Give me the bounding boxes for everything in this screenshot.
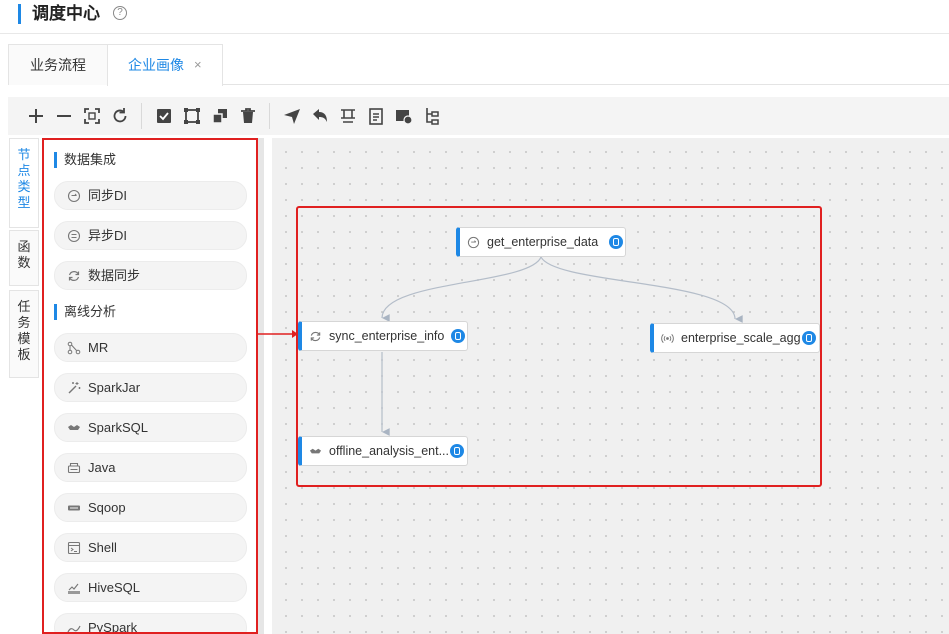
- shell-icon: [67, 541, 81, 555]
- page-title: 调度中心: [32, 4, 100, 23]
- tab-enterprise-profile[interactable]: 企业画像 ×: [107, 44, 223, 86]
- side-tab-label: 函数: [17, 239, 31, 270]
- palette-item-mr[interactable]: MR: [54, 333, 247, 362]
- palette-item-label: PySpark: [88, 620, 138, 634]
- palette-item-label: 异步DI: [88, 228, 128, 243]
- side-tab-task-templates[interactable]: 任务模板: [9, 290, 39, 378]
- stream-icon: [661, 332, 674, 345]
- palette-item-hivesql[interactable]: HiveSQL: [54, 573, 247, 602]
- side-tab-label: 任务模板: [17, 299, 31, 362]
- flow-canvas[interactable]: [272, 138, 949, 634]
- plus-icon[interactable]: [26, 106, 46, 126]
- sparksql-icon: [309, 445, 322, 458]
- clipboard-icon[interactable]: [366, 106, 386, 126]
- palette-item-data-sync[interactable]: 数据同步: [54, 261, 247, 290]
- node-label: enterprise_scale_agg: [681, 331, 801, 345]
- status-icon: [802, 331, 816, 345]
- palette-item-label: Java: [88, 460, 116, 475]
- delete-icon[interactable]: [238, 106, 258, 126]
- side-tab-node-types[interactable]: 节点类型: [9, 138, 39, 228]
- palette-item-sync-di[interactable]: 同步DI: [54, 181, 247, 210]
- sync-di-icon: [467, 236, 480, 249]
- side-tab-functions[interactable]: 函数: [9, 230, 39, 286]
- title-accent-bar: [18, 4, 21, 24]
- sparkjar-icon: [67, 381, 81, 395]
- status-icon: [609, 235, 623, 249]
- tab-label: 业务流程: [30, 57, 86, 73]
- palette-item-label: 同步DI: [88, 188, 128, 203]
- palette-item-label: Sqoop: [88, 500, 126, 515]
- palette-item-sparkjar[interactable]: SparkJar: [54, 373, 247, 402]
- tree-icon[interactable]: [422, 106, 442, 126]
- close-icon[interactable]: ×: [194, 57, 202, 72]
- palette-scrollbar[interactable]: [258, 138, 264, 634]
- flow-node-get-enterprise-data[interactable]: get_enterprise_data: [456, 227, 626, 257]
- side-tab-label: 节点类型: [17, 147, 31, 210]
- node-label: sync_enterprise_info: [329, 329, 445, 343]
- format-icon[interactable]: [338, 106, 358, 126]
- status-icon: [451, 329, 465, 343]
- palette-item-label: SparkJar: [88, 380, 141, 395]
- send-icon[interactable]: [282, 106, 302, 126]
- palette-item-java[interactable]: Java: [54, 453, 247, 482]
- java-icon: [67, 461, 81, 475]
- async-di-icon: [67, 229, 81, 243]
- node-palette: 数据集成 同步DI 异步DI 数据同步 离线分析 MR SparkJar Spa…: [42, 138, 258, 634]
- sparksql-icon: [67, 421, 81, 435]
- refresh-icon[interactable]: [110, 106, 130, 126]
- copy-icon[interactable]: [210, 106, 230, 126]
- help-icon[interactable]: ?: [113, 6, 127, 20]
- section-title-data-integration: 数据集成: [54, 152, 116, 168]
- fit-icon[interactable]: [82, 106, 102, 126]
- node-label: get_enterprise_data: [487, 235, 599, 249]
- tab-label: 企业画像: [128, 57, 184, 73]
- box-select-icon[interactable]: [182, 106, 202, 126]
- flow-node-enterprise-scale-agg[interactable]: enterprise_scale_agg: [650, 323, 820, 353]
- pyspark-icon: [67, 621, 81, 632]
- sqoop-icon: [67, 501, 81, 515]
- minus-icon[interactable]: [54, 106, 74, 126]
- palette-item-label: MR: [88, 340, 109, 355]
- palette-item-label: SparkSQL: [88, 420, 148, 435]
- palette-item-label: HiveSQL: [88, 580, 141, 595]
- data-sync-icon: [309, 330, 322, 343]
- selection-highlight: [296, 206, 822, 487]
- flow-node-offline-analysis[interactable]: offline_analysis_ent...: [298, 436, 468, 466]
- toolbar-divider: [269, 103, 270, 129]
- header-divider: [0, 33, 949, 34]
- flow-node-sync-enterprise-info[interactable]: sync_enterprise_info: [298, 321, 468, 351]
- palette-item-label: 数据同步: [88, 268, 141, 283]
- select-icon[interactable]: [154, 106, 174, 126]
- mr-icon: [67, 341, 81, 355]
- palette-item-sqoop[interactable]: Sqoop: [54, 493, 247, 522]
- data-sync-icon: [67, 269, 81, 283]
- run-icon[interactable]: [394, 106, 414, 126]
- palette-item-label: Shell: [88, 540, 117, 555]
- toolbar-divider: [141, 103, 142, 129]
- sync-di-icon: [67, 189, 81, 203]
- status-icon: [450, 444, 464, 458]
- section-title-offline-analysis: 离线分析: [54, 304, 116, 320]
- undo-icon[interactable]: [310, 106, 330, 126]
- palette-item-shell[interactable]: Shell: [54, 533, 247, 562]
- hivesql-icon: [67, 581, 81, 595]
- palette-item-sparksql[interactable]: SparkSQL: [54, 413, 247, 442]
- tab-business-flow[interactable]: 业务流程: [8, 44, 108, 85]
- canvas-toolbar: [8, 97, 949, 135]
- tabs-baseline: [8, 84, 949, 85]
- node-label: offline_analysis_ent...: [329, 444, 449, 458]
- palette-item-pyspark[interactable]: PySpark: [54, 613, 247, 634]
- palette-item-async-di[interactable]: 异步DI: [54, 221, 247, 250]
